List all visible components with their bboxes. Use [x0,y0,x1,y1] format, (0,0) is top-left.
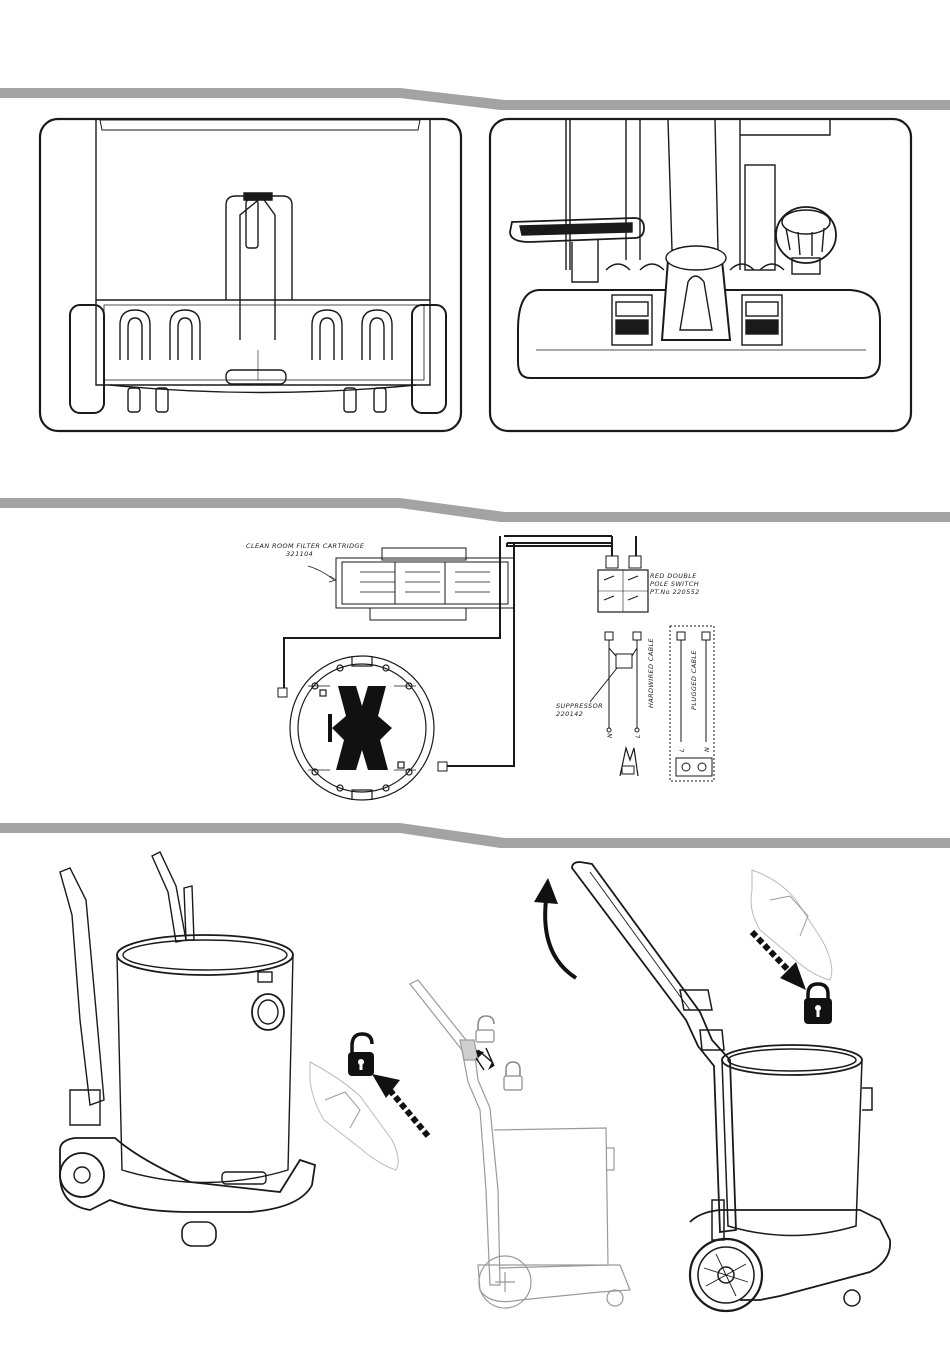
padlock-closed-icon [808,984,828,1000]
switch-label-1: RED DOUBLE [650,572,697,580]
vacuum-middle [410,980,630,1308]
wiring-diagram: CLEAN ROOM FILTER CARTRIDGE 321104 RED D… [246,536,714,800]
filter-title-label: CLEAN ROOM FILTER CARTRIDGE [246,542,365,550]
double-pole-switch [598,556,648,612]
dashed-arrow-icon [388,1088,428,1136]
hardwired-l-label: L [634,734,642,738]
suppressor-label: SUPPRESSOR [556,702,603,710]
vacuum-left [60,852,315,1246]
unlock-step-1 [310,1034,428,1170]
curved-arrow-icon [534,878,576,978]
filter-cartridge [308,548,514,620]
motor-bracket [332,686,392,770]
hardwired-n-label: N [606,733,614,738]
switch-label-3: PT.No 220552 [650,588,700,596]
lock-step-3 [751,870,832,1024]
plugged-n-label: N [703,747,711,752]
filter-part-label: 321104 [286,550,313,558]
hardwired-cable-label: HARDWIRED CABLE [647,637,655,708]
vacuum-right [572,862,890,1311]
dashed-arrow-icon [752,932,790,972]
section-band-1 [0,88,950,110]
panel-tool-storage [490,119,911,431]
padlock-open-icon [352,1034,372,1054]
plugged-l-label: L [678,748,686,752]
plugged-cable-label: PLUGGED CABLE [690,650,698,710]
section-band-3 [0,823,950,848]
panel-rear-view [40,119,461,431]
switch-label-2: POLE SWITCH [650,580,699,588]
section-band-2 [0,498,950,522]
suppressor-part-label: 220142 [556,710,583,718]
